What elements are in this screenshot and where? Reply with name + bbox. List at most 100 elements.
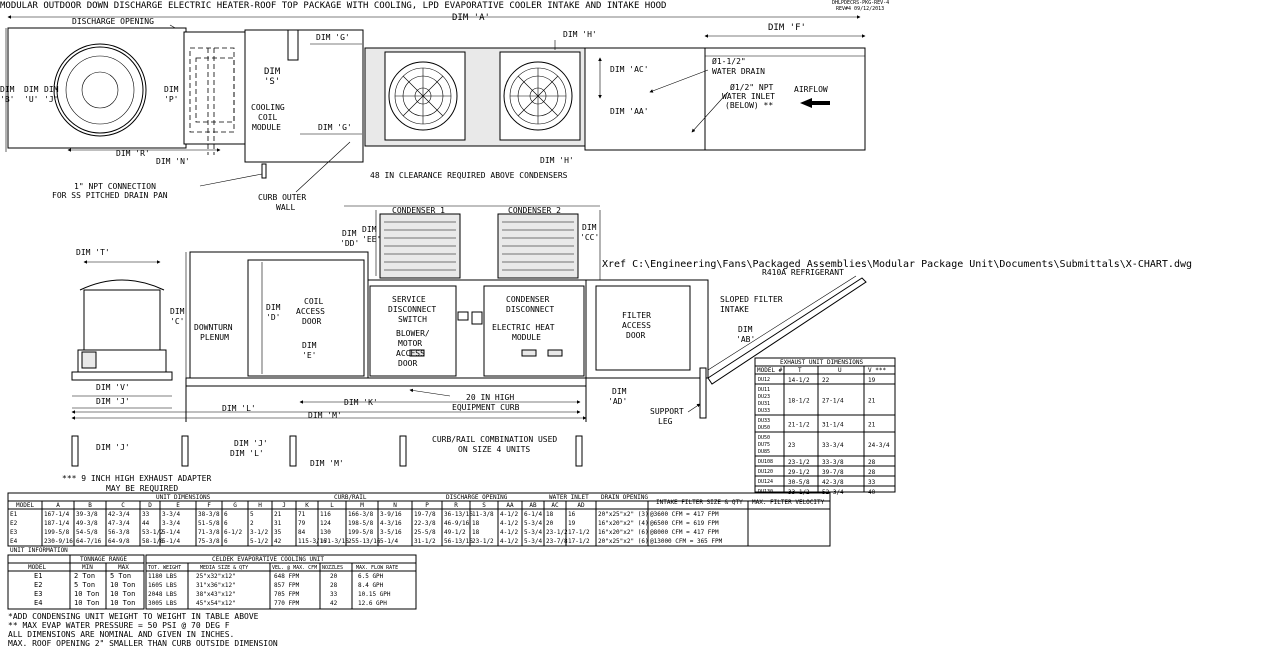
- dim-cc-label-1: DIM: [582, 223, 597, 232]
- main-table-cell: 39-3/8: [76, 511, 98, 518]
- dim-ab-label-1: DIM: [738, 325, 753, 334]
- celdek-cell: 25"x32"x12": [196, 573, 236, 580]
- unit-info-title: UNIT INFORMATION: [10, 547, 68, 554]
- main-table-cell: 64-7/16: [76, 538, 102, 545]
- unit-min-cell: 10 Ton: [74, 599, 99, 607]
- unit-model-cell: E2: [34, 581, 42, 589]
- unit-header-model: MODEL: [28, 564, 46, 571]
- main-table-cell: 35: [274, 529, 282, 536]
- dim-e-label-2: 'E': [302, 351, 316, 360]
- main-table-cell: 3-3/4: [162, 511, 180, 518]
- unit-header-max: MAX: [118, 564, 129, 571]
- tonnage-header: TONNAGE RANGE: [80, 556, 127, 563]
- dim-l-label-rail: DIM 'L': [230, 449, 264, 458]
- filter-door-label-3: DOOR: [626, 331, 645, 340]
- celdek-header-flow: MAX. FLOW RATE: [356, 565, 398, 571]
- main-header-cell: C: [121, 502, 125, 509]
- dim-h-label-top: DIM 'H': [563, 30, 597, 39]
- main-table-cell: 56-3/8: [108, 529, 130, 536]
- exhaust-t-cell: 29-1/2: [788, 469, 810, 476]
- main-table-cell: 4-1/2: [500, 529, 518, 536]
- main-table-cell: 31: [274, 520, 282, 527]
- main-header-cell: E: [176, 502, 180, 509]
- main-table-cell: 23-1/2: [546, 529, 568, 536]
- main-table-cell: 46-9/16: [444, 520, 470, 527]
- unit-model-cell: E1: [34, 572, 42, 580]
- main-table-cell: 187-1/4: [44, 520, 70, 527]
- curb-rail-note-1: CURB/RAIL COMBINATION USED: [432, 435, 557, 444]
- main-header-cell: S: [482, 502, 486, 509]
- main-table-cell: 198-5/8: [348, 520, 374, 527]
- curb-rail-note-2: ON SIZE 4 UNITS: [458, 445, 530, 454]
- celdek-header-nozzles: NOZZLES: [322, 565, 343, 571]
- main-table-cell: 6: [224, 538, 228, 545]
- main-table-cell: 20"x25"x2" (3): [598, 511, 649, 518]
- exhaust-t-cell: 18-1/2: [788, 398, 810, 405]
- support-leg-label-2: LEG: [658, 417, 673, 426]
- dim-j-label-rail: DIM 'J': [96, 443, 130, 452]
- main-table-cell: 16"x20"x2" (4): [598, 520, 649, 527]
- main-table-cell: 21: [274, 511, 282, 518]
- dim-ee-label-2: 'EE': [362, 235, 381, 244]
- main-table-cell: 16: [568, 511, 576, 518]
- exhaust-header-t: T: [798, 367, 802, 374]
- dim-h-label-bottom: DIM 'H': [540, 156, 574, 165]
- main-table-cell: 4-1/2: [500, 520, 518, 527]
- main-table-cell: 51-5/8: [198, 520, 220, 527]
- main-table-cell: 3-9/16: [380, 511, 402, 518]
- main-header-cell: R: [454, 502, 458, 509]
- airflow-arrow-icon: [800, 98, 830, 108]
- coil-access-label-3: DOOR: [302, 317, 321, 326]
- main-table-cell: 5-1/2: [250, 538, 268, 545]
- main-table-cell: 18: [546, 511, 554, 518]
- exhaust-model-cell: DU120: [758, 469, 773, 475]
- exhaust-t-cell: 30-5/8: [788, 479, 810, 486]
- main-table-cell: 255-13/16: [348, 538, 381, 545]
- celdek-cell: 45"x54"x12": [196, 600, 236, 607]
- sloped-filter-label-1: SLOPED FILTER: [720, 295, 783, 304]
- npt-connection-label-1: 1" NPT CONNECTION: [74, 182, 156, 191]
- exhaust-adapter-note-1: *** 9 INCH HIGH EXHAUST ADAPTER: [62, 474, 211, 483]
- cooling-coil-label-2: COIL: [258, 113, 277, 122]
- service-disconnect-label-1: SERVICE: [392, 295, 426, 304]
- celdek-cell: 8.4 GPH: [358, 582, 384, 589]
- group-unit-dimensions: UNIT DIMENSIONS: [156, 494, 211, 501]
- unit-max-cell: 10 Ton: [110, 581, 135, 589]
- main-table-cell: 56-13/16: [444, 538, 473, 545]
- main-header-cell: MODEL: [16, 502, 34, 509]
- dim-l-label: DIM 'L': [222, 404, 256, 413]
- main-table-cell: 4-1/2: [500, 538, 518, 545]
- main-table-cell: 42: [274, 538, 282, 545]
- exhaust-model-cell: DU12: [758, 377, 770, 383]
- downturn-plenum-label-1: DOWNTURN: [194, 323, 233, 332]
- dim-ad-label-2: 'AD': [608, 397, 627, 406]
- discharge-opening-label: DISCHARGE OPENING: [72, 17, 154, 26]
- celdek-cell: 12.6 GPH: [358, 600, 387, 607]
- exhaust-u-cell: 33-3/4: [822, 442, 844, 449]
- service-disconnect-label-3: SWITCH: [398, 315, 427, 324]
- main-header-cell: A: [56, 502, 60, 509]
- dim-j-label-2: 'J': [44, 95, 58, 104]
- celdek-header-media: MEDIA SIZE & QTY: [200, 565, 248, 571]
- main-table-cell: 18: [472, 520, 480, 527]
- unit-model-cell: E4: [34, 599, 42, 607]
- main-table-cell: 64-9/8: [108, 538, 130, 545]
- main-table-cell: 171-3/16: [320, 538, 349, 545]
- dim-dd-label-2: 'DD': [340, 239, 359, 248]
- main-table-cell: 44: [142, 520, 150, 527]
- dim-a-label: DIM 'A': [452, 13, 490, 23]
- main-table-cell: E3: [10, 529, 18, 536]
- dim-g-label-top: DIM 'G': [316, 33, 350, 42]
- main-header-cell: AC: [551, 502, 559, 509]
- main-table-cell: 71: [298, 511, 306, 518]
- celdek-cell: 6.5 GPH: [358, 573, 384, 580]
- main-table-cell: 36-13/16: [444, 511, 473, 518]
- dim-r-label: DIM 'R': [116, 149, 150, 158]
- main-table-cell: 3-3/4: [162, 520, 180, 527]
- main-table-cell: 6: [224, 520, 228, 527]
- main-table-cell: 5-3/4: [524, 538, 542, 545]
- exhaust-model-cell: DU130: [758, 489, 773, 495]
- main-table-cell: 20: [546, 520, 554, 527]
- electric-heat-label-2: MODULE: [512, 333, 541, 342]
